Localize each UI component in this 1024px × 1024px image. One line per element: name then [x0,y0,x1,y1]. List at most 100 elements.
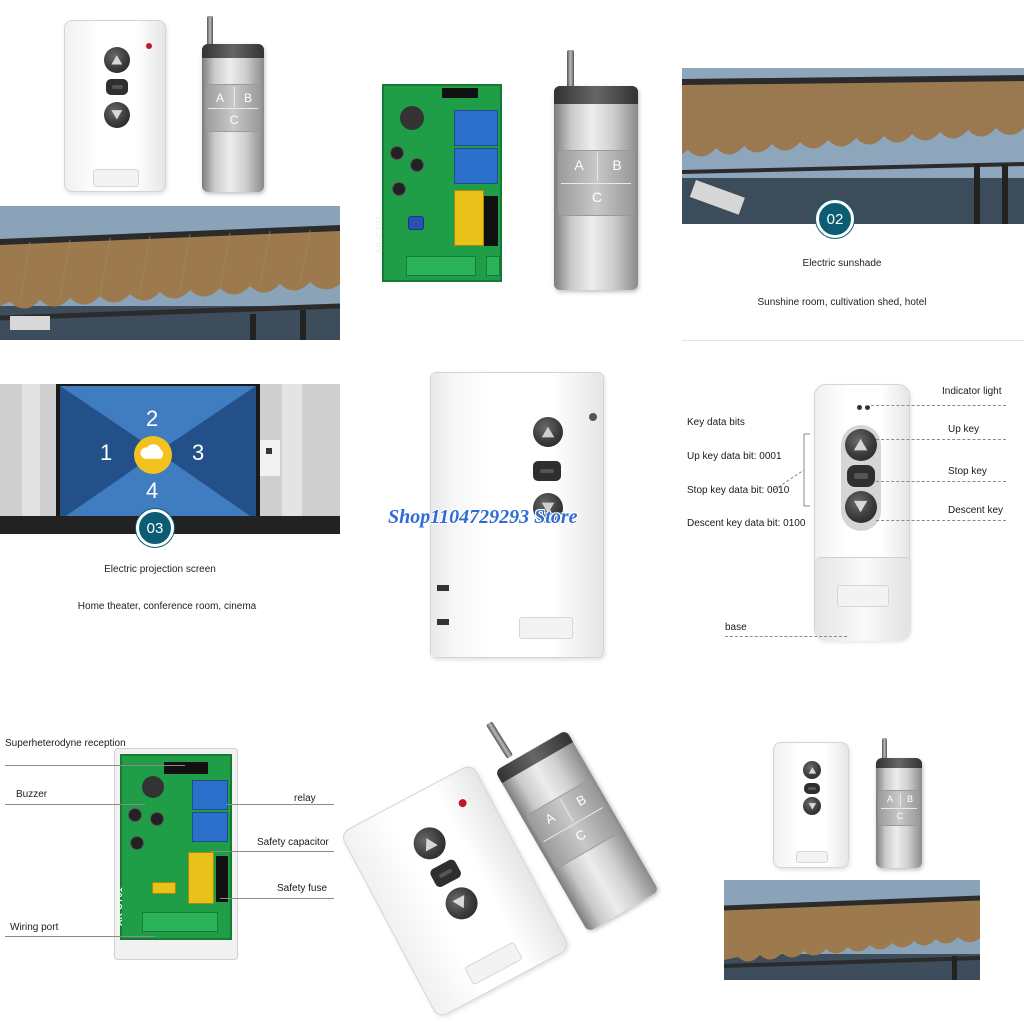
pcb-model-label: AK-CY01 [114,887,124,926]
antenna [485,721,514,759]
indicator-led-icon [146,43,152,49]
up-button[interactable] [104,47,130,73]
key-a[interactable]: A [215,91,224,105]
terminal-block [406,256,476,276]
leader-line [876,520,1006,521]
indicator-led-icon [857,405,862,410]
key-a[interactable]: A [574,157,584,173]
stop-button[interactable] [804,783,820,794]
key-b[interactable]: B [243,91,252,105]
antenna [882,738,887,762]
relay [192,780,228,810]
safety-capacitor [454,190,484,246]
badge-03: 03 [136,509,174,547]
fuse [484,196,498,246]
leader-line [210,851,334,852]
down-button[interactable] [104,102,130,128]
key-a[interactable]: A [542,809,558,827]
projection-subtitle: Home theater, conference room, cinema [77,601,257,612]
battery-slot [519,617,573,639]
battery-slot [796,851,828,863]
keypad: A B C [558,150,634,216]
up-button[interactable] [533,417,563,447]
callout-safety-fuse: Safety fuse [277,883,328,894]
white-remote-large [430,372,604,658]
capacitor [152,882,176,894]
leader-line [876,481,1006,482]
callout-buzzer: Buzzer [16,789,48,800]
stop-button[interactable] [533,461,561,481]
leader-line [866,405,1006,406]
pcb-model-label: AK-CY01 [374,215,384,254]
leader-line [5,804,145,805]
up-button[interactable] [408,821,452,865]
divider [682,340,1024,341]
keypad-divider [234,87,235,107]
receiver-pcb-top: AK-CY01 [374,84,502,282]
remote-top-cap [554,86,638,104]
sunshade-photo-right [682,68,1024,224]
indicator-led-icon [865,405,870,410]
buzzer [142,776,164,798]
key-c[interactable]: C [229,113,239,127]
up-button[interactable] [803,761,821,779]
key-data-stop: Stop key data bit: 0010 [687,485,790,496]
white-remote [64,20,166,192]
leader-line [220,898,334,899]
key-c[interactable]: C [591,189,603,205]
leader-line [5,765,185,766]
down-button[interactable] [845,491,877,523]
sunshade-fabric [682,68,1024,224]
sunshade-photo-bottom [724,880,980,980]
callout-relay: relay [294,793,316,804]
header-pins [442,88,478,98]
white-remote-small [773,742,849,868]
receiver-module [164,762,208,774]
terminal-block [142,912,218,932]
antenna [207,16,213,48]
keypad: A B C [525,778,621,870]
stop-button[interactable] [428,857,463,889]
stop-button[interactable] [847,465,875,487]
metal-remote-small: A B C [876,758,922,868]
stop-button[interactable] [106,79,128,95]
battery-slot [464,941,523,986]
white-remote-diagram [814,384,911,641]
down-button[interactable] [533,493,563,523]
capacitor [390,146,404,160]
callout-descent-key: Descent key [948,505,1004,516]
keypad-divider [597,153,598,181]
key-c[interactable]: C [896,811,904,821]
leader-line [876,439,1006,440]
callout-indicator: Indicator light [942,386,1002,397]
arrow-up-icon [111,55,123,65]
up-button[interactable] [845,429,877,461]
sunshade-subtitle: Sunshine room, cultivation shed, hotel [757,297,927,308]
key-b[interactable]: B [573,791,589,809]
buzzer [400,106,424,130]
arrow-down-icon [854,501,868,513]
arrow-up-icon [854,439,868,451]
callout-safety-capacitor: Safety capacitor [257,837,329,848]
screen-number-4: 4 [146,478,159,503]
key-b[interactable]: B [612,157,622,173]
receiver-pcb-diagram: AK-CY01 [114,754,232,940]
key-data-up: Up key data bit: 0001 [687,451,782,462]
arrow-down-icon [541,502,555,514]
leader-line [226,804,334,805]
keypad-divider [561,183,631,184]
remote-top-cap [876,758,922,768]
arrow-up-icon [426,838,439,852]
watermark: Shop1104729293 Store [388,506,578,528]
battery-slot [93,169,139,187]
keypad: A B C [205,84,261,132]
down-button[interactable] [803,797,821,815]
key-a[interactable]: A [886,794,893,804]
arrow-up-icon [541,426,555,438]
key-b[interactable]: B [906,794,913,804]
sunshade-photo-left [0,206,340,340]
down-button[interactable] [439,881,484,925]
projection-photo: 1 2 3 4 [0,384,340,534]
projection-title: Electric projection screen [104,564,216,575]
arrow-down-icon [452,895,465,909]
